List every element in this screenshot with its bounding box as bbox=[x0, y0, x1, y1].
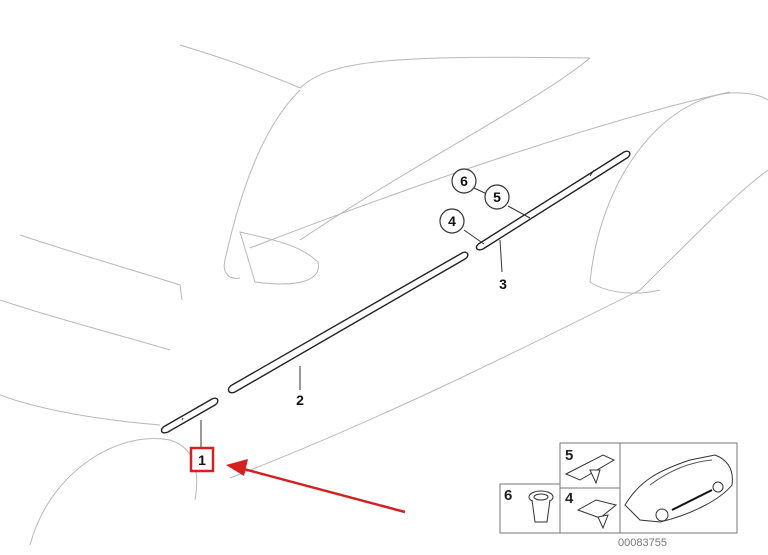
svg-text:1: 1 bbox=[198, 452, 206, 468]
callout-2[interactable]: 2 bbox=[296, 392, 304, 408]
car-outline bbox=[0, 44, 768, 546]
inset-label-5: 5 bbox=[565, 447, 573, 464]
inset-label-6: 6 bbox=[504, 487, 512, 504]
molding-strip-2[interactable] bbox=[227, 251, 469, 394]
callout-6[interactable]: 6 bbox=[451, 168, 477, 194]
molding-strip-3[interactable] bbox=[475, 150, 631, 251]
callout-4[interactable]: 4 bbox=[439, 208, 465, 234]
callout-1-highlighted[interactable]: 1 bbox=[189, 446, 215, 473]
diagram-code: 00083755 bbox=[618, 537, 667, 549]
svg-text:5: 5 bbox=[493, 189, 501, 205]
plate-clip-icon bbox=[576, 499, 618, 530]
grommet-icon bbox=[528, 490, 554, 523]
callout-3[interactable]: 3 bbox=[499, 276, 507, 292]
red-arrow-icon bbox=[226, 459, 406, 514]
car-thumbnail-icon bbox=[624, 454, 733, 523]
clip-icon bbox=[564, 454, 616, 485]
molding-strip-1[interactable] bbox=[160, 397, 219, 434]
svg-text:6: 6 bbox=[460, 173, 468, 189]
inset-label-4: 4 bbox=[565, 490, 574, 507]
leader-lines bbox=[200, 187, 531, 447]
inset-legend: 5 4 6 00083755 bbox=[499, 442, 738, 549]
svg-text:4: 4 bbox=[448, 213, 456, 229]
callout-5[interactable]: 5 bbox=[484, 184, 510, 210]
